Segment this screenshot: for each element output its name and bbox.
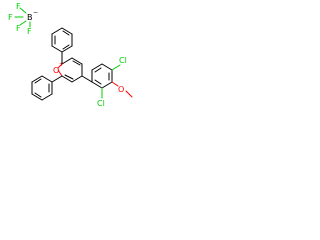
chlorine-label: Cl	[97, 99, 105, 108]
ring-bond	[71, 57, 83, 65]
aryl-link-bond	[81, 75, 93, 83]
ring-double-bond	[94, 79, 102, 85]
ring-bond	[31, 93, 43, 101]
c-cl-bond	[111, 64, 121, 71]
b-f-bond	[19, 7, 27, 14]
ring-bond-to-oxygen	[57, 69, 63, 77]
ring-bond	[51, 45, 63, 53]
ring-bond	[61, 45, 73, 53]
pyrylium-ring: O +	[53, 57, 83, 83]
ring-double-bond	[34, 78, 42, 84]
fluorine-label: F	[16, 2, 21, 11]
ring-double-bond	[62, 30, 70, 36]
boron-label: B	[27, 13, 33, 22]
chlorine-label: Cl	[119, 56, 127, 65]
fluorine-label: F	[16, 24, 21, 33]
c-o-bond	[111, 81, 119, 87]
chemical-structure-diagram: F F F F B − O +	[8, 2, 133, 108]
fluorine-label: F	[8, 13, 13, 22]
phenyl-ring-bottom	[31, 75, 63, 101]
phenyl-ring-top	[51, 27, 73, 65]
b-f-bond	[19, 20, 27, 26]
aryl-link-bond	[51, 75, 63, 83]
ring-double-bond	[64, 74, 74, 80]
ring-bond	[101, 81, 113, 89]
pyrylium-oxygen-charge: +	[59, 61, 64, 68]
ring-bond	[91, 63, 103, 71]
ring-bond	[41, 75, 53, 83]
ring-bond	[61, 57, 73, 65]
dichloro-methoxyphenyl-ring: Cl Cl O	[81, 56, 133, 108]
ring-bond	[61, 27, 73, 35]
pyrylium-oxygen-label: O	[53, 66, 59, 75]
boron-charge: −	[33, 9, 38, 16]
ring-bond	[101, 63, 113, 71]
o-ch3-bond	[125, 90, 133, 98]
ring-bond	[71, 75, 83, 83]
ring-bond	[31, 75, 43, 83]
ring-bond-to-oxygen	[57, 63, 63, 69]
ring-double-bond	[34, 92, 42, 98]
tetrafluoroborate-anion: F F F F B −	[8, 2, 38, 36]
ring-bond	[41, 93, 53, 101]
ring-double-bond	[94, 67, 102, 73]
methoxy-oxygen-label: O	[118, 85, 124, 94]
ring-double-bond	[62, 44, 70, 50]
ring-bond	[91, 81, 103, 89]
ring-bond	[61, 75, 73, 83]
ring-bond	[51, 27, 63, 35]
ring-double-bond	[72, 60, 81, 66]
fluorine-label: F	[27, 27, 32, 36]
